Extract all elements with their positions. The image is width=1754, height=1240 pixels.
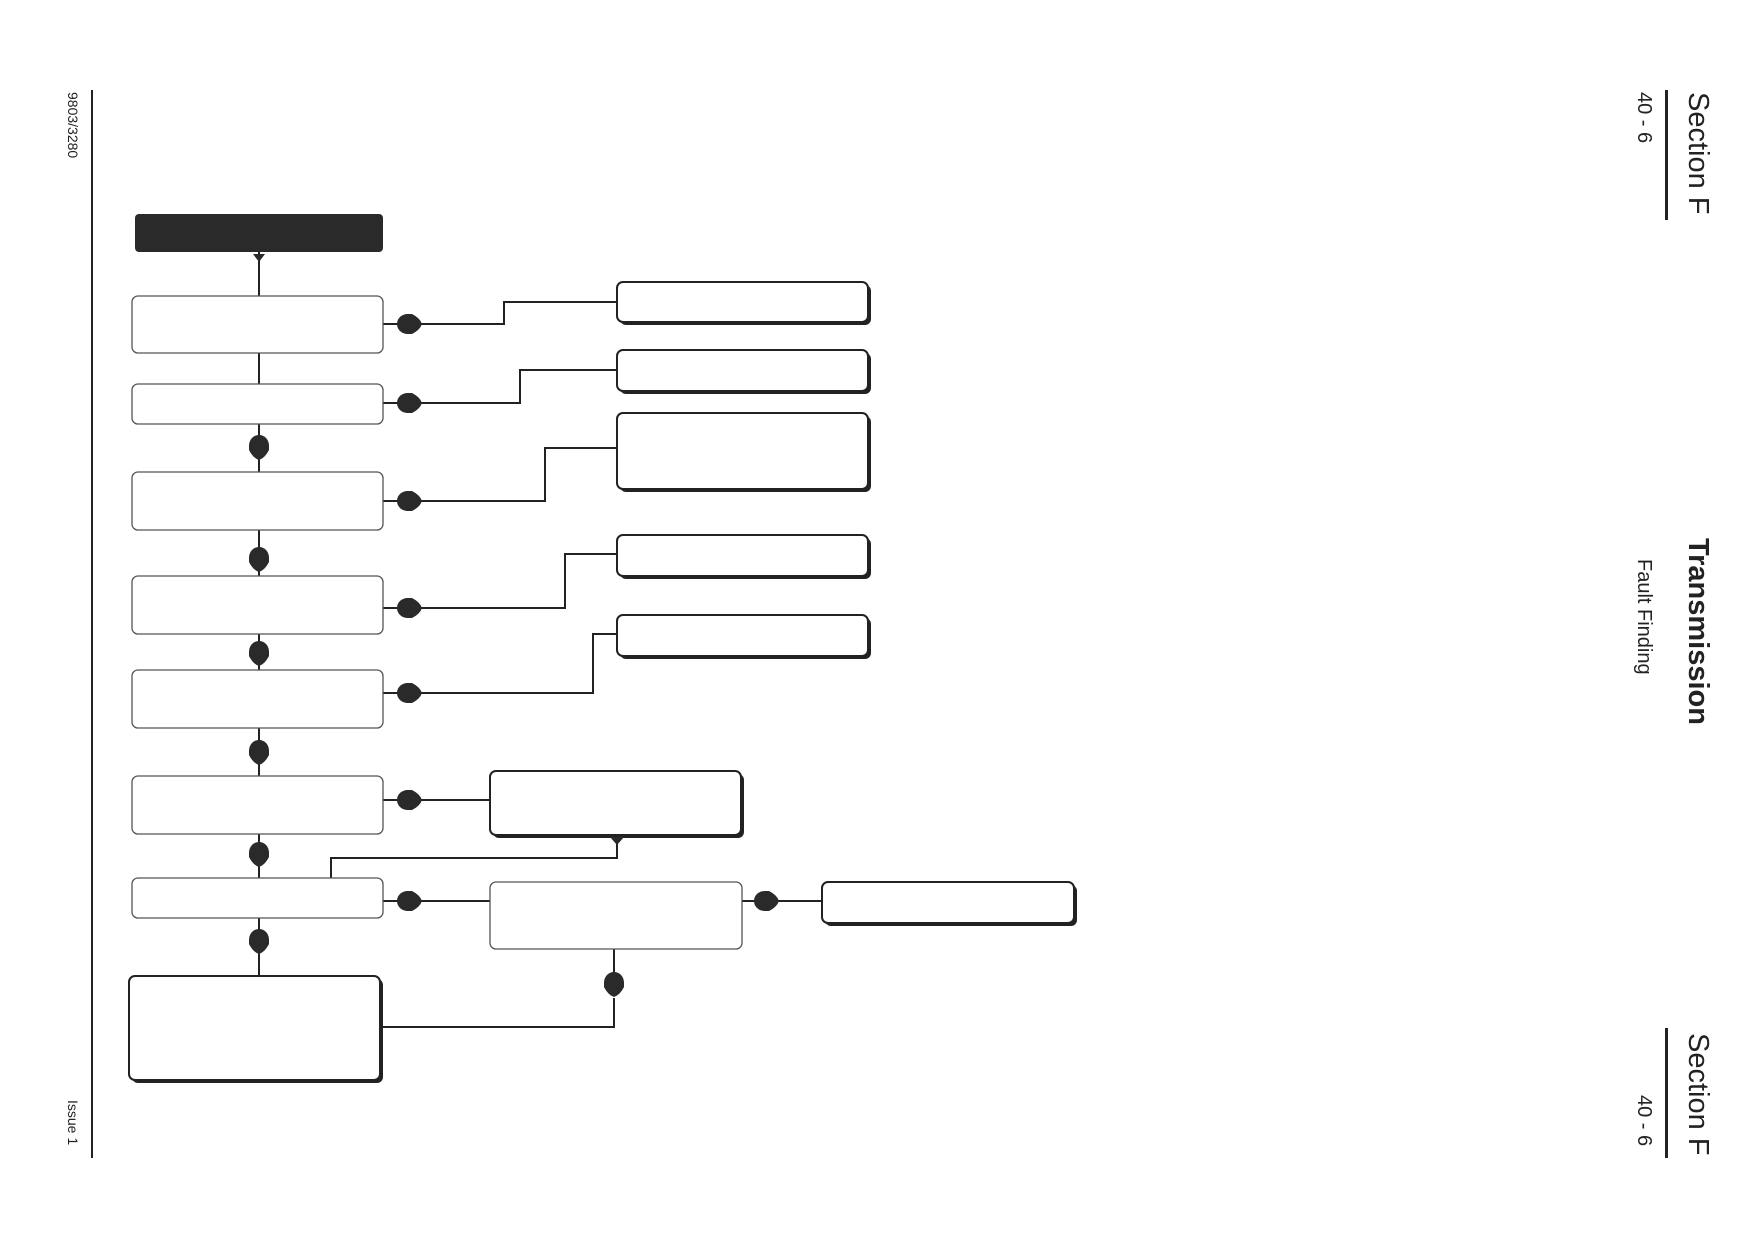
check-box-5 bbox=[131, 669, 384, 729]
check-box-3 bbox=[131, 471, 384, 531]
check-box-6 bbox=[131, 775, 384, 835]
check-box-7 bbox=[131, 877, 384, 919]
header-rule-top bbox=[1665, 90, 1668, 220]
result-box-1 bbox=[616, 281, 869, 323]
check-box-1 bbox=[131, 295, 384, 354]
result-box-2 bbox=[616, 349, 869, 392]
result-box-3 bbox=[616, 412, 869, 490]
result-box-6 bbox=[489, 770, 742, 836]
check-box-2 bbox=[131, 383, 384, 425]
result-box-5 bbox=[616, 614, 869, 657]
check-box-8 bbox=[489, 881, 743, 950]
check-box-4 bbox=[131, 575, 384, 635]
result-box-final bbox=[128, 975, 381, 1081]
result-box-4 bbox=[616, 534, 869, 577]
result-box-7 bbox=[821, 881, 1075, 924]
header-rule-bottom bbox=[1665, 1028, 1668, 1158]
flowchart-start-box bbox=[135, 214, 383, 252]
footer-rule bbox=[91, 90, 93, 1158]
